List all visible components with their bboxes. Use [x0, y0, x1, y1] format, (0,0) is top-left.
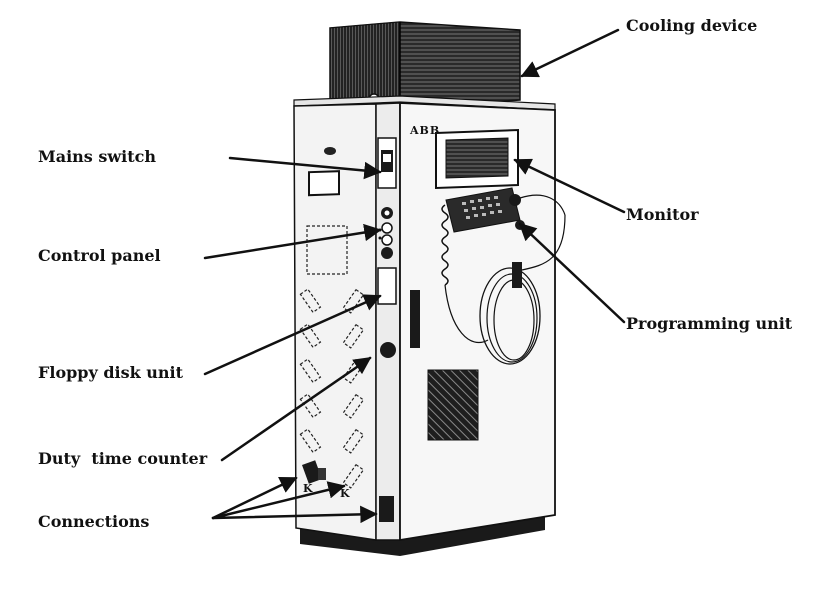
cooling-device [329, 21, 521, 109]
label-mains-switch: Mains switch [38, 147, 156, 166]
label-cooling-device: Cooling device [626, 16, 757, 35]
svg-text:K: K [340, 487, 350, 500]
callout-arrows [203, 28, 626, 524]
control-panel[interactable] [378, 207, 394, 259]
arrow-cooling-device [520, 28, 620, 78]
label-programming-unit: Programming unit [626, 314, 793, 333]
arrow-monitor [513, 158, 626, 214]
duty-time-counter [380, 342, 396, 358]
arrow-connection-1 [211, 476, 298, 520]
monitor [435, 128, 519, 190]
arrow-floppy-disk-unit [203, 294, 382, 376]
arrow-connection-3 [211, 505, 378, 524]
label-control-panel: Control panel [38, 246, 161, 265]
programming-unit[interactable] [441, 187, 566, 365]
arrow-mains-switch [228, 156, 382, 180]
arrow-connection-2 [211, 481, 346, 520]
cabinet-front-strip [375, 102, 401, 541]
callout-labels: Cooling device Mains switch Monitor Cont… [38, 16, 793, 531]
connection-port [379, 496, 394, 522]
cabinet-base [300, 515, 545, 556]
arrow-control-panel [203, 223, 382, 260]
arrow-duty-time-counter [220, 356, 372, 462]
label-floppy-disk-unit: Floppy disk unit [38, 363, 184, 382]
brand-logo: ABB [409, 124, 440, 137]
label-duty-time-counter: Duty time counter [38, 449, 208, 468]
svg-text:K: K [303, 482, 313, 495]
front-vent-grille [427, 369, 479, 441]
cabinet-front-door: ABB [399, 102, 566, 542]
label-connections: Connections [38, 512, 149, 531]
label-monitor: Monitor [626, 205, 699, 224]
arrow-programming-unit [518, 222, 626, 324]
floppy-disk-unit[interactable] [377, 267, 397, 305]
